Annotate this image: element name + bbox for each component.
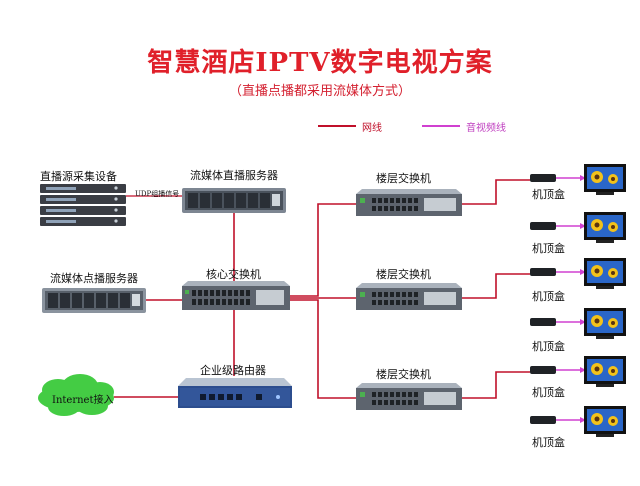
link-core-floor3 (290, 299, 356, 399)
core-switch-label: 核心交换机 (206, 268, 261, 281)
floor-switch-3-label: 楼层交换机 (376, 368, 431, 381)
tv-6 (584, 406, 626, 437)
vod-server-device (42, 288, 146, 313)
tv-4 (584, 308, 626, 339)
router-device (178, 378, 292, 408)
set-top-box-2 (530, 222, 556, 230)
vod-server-label: 流媒体点播服务器 (50, 272, 138, 285)
internet-label: Internet接入 (52, 395, 114, 406)
av-arrowheads (580, 175, 586, 423)
live-server-label: 流媒体直播服务器 (190, 169, 278, 182)
tv-2 (584, 212, 626, 243)
floor-switch-1-label: 楼层交换机 (376, 172, 431, 185)
floor-switch-3-device (356, 383, 462, 410)
set-top-box-3 (530, 268, 556, 276)
router-label: 企业级路由器 (200, 364, 266, 377)
core-switch-device (182, 281, 290, 310)
internet-cloud (38, 374, 114, 416)
legend-network-label: 网线 (362, 123, 382, 134)
stb-label-2: 机顶盒 (532, 242, 565, 255)
page-title: 智慧酒店IPTV数字电视方案 (147, 48, 493, 78)
stb-label-4: 机顶盒 (532, 340, 565, 353)
stb-label-3: 机顶盒 (532, 290, 565, 303)
stb-label-6: 机顶盒 (532, 436, 565, 449)
stb-label-1: 机顶盒 (532, 188, 565, 201)
legend-av-label: 音视频线 (466, 123, 506, 134)
set-top-box-5 (530, 366, 556, 374)
tv-1 (584, 164, 626, 195)
set-top-box-4 (530, 318, 556, 326)
link-floor1-stbs (462, 179, 530, 205)
set-top-box-1 (530, 174, 556, 182)
page-subtitle: （直播点播都采用流媒体方式） (228, 84, 411, 99)
tv-3 (584, 258, 626, 289)
floor-switch-1-device (356, 189, 462, 216)
floor-switch-2-device (356, 283, 462, 310)
set-top-boxes (530, 174, 556, 424)
tv-5 (584, 356, 626, 387)
set-top-box-6 (530, 416, 556, 424)
link-floor2-stbs (462, 273, 530, 299)
live-server-device (182, 188, 286, 213)
link-floor3-stbs (462, 371, 530, 399)
live-source-label: 直播源采集设备 (40, 170, 117, 183)
floor-switch-2-label: 楼层交换机 (376, 268, 431, 281)
network-links (114, 179, 530, 399)
udp-signal-label: UDP组播信号 (135, 190, 180, 198)
stb-label-5: 机顶盒 (532, 386, 565, 399)
link-core-floor1 (290, 203, 356, 297)
live-source-device (40, 184, 126, 226)
av-links (556, 177, 582, 421)
